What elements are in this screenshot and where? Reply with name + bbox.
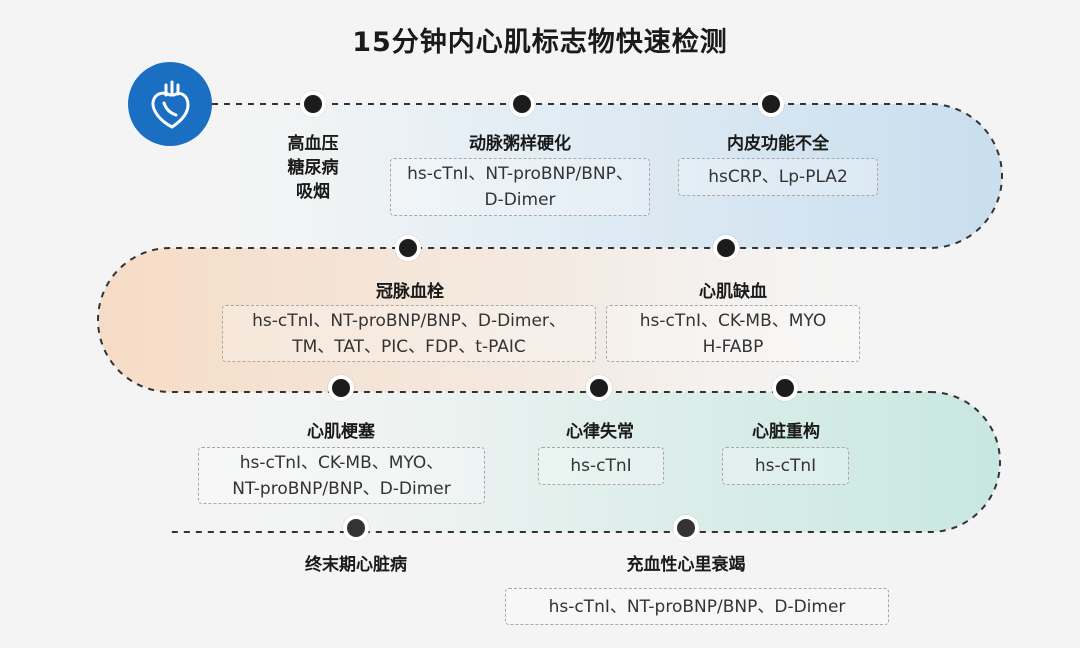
endothelial-markers: hsCRP、Lp-PLA2 [678,158,878,196]
dot-risk [300,91,326,117]
risk-factor-diabetes: 糖尿病 [287,158,339,178]
dot-thrombosis [395,235,421,261]
endothelial-label: 内皮功能不全 [727,134,829,154]
dot-endothelial [758,91,784,117]
heartfailure-markers: hs-cTnI、NT-proBNP/BNP、D-Dimer [505,588,889,625]
dot-remodeling [772,375,798,401]
heart-icon [151,80,190,129]
path-segment-3 [168,391,1001,533]
band-2 [98,248,900,392]
endstage-label: 终末期心脏病 [305,555,407,575]
heartfailure-label: 充血性心里衰竭 [626,555,746,575]
dot-arrhythmia [586,375,612,401]
infarction-markers: hs-cTnI、CK-MB、MYO、 NT-proBNP/BNP、D-Dimer [198,447,485,504]
risk-factor-hypertension: 高血压 [287,134,339,154]
infarction-label: 心肌梗塞 [307,422,375,442]
page-title: 15分钟内心肌标志物快速检测 [352,27,728,58]
risk-factor-smoking: 吸烟 [296,182,330,202]
arrhythmia-label: 心律失常 [566,422,634,442]
thrombosis-label: 冠脉血栓 [376,282,444,302]
band-3 [170,392,1000,532]
remodeling-label: 心脏重构 [752,422,820,442]
dot-infarction [328,375,354,401]
dot-heartfailure [673,515,699,541]
atherosclerosis-label: 动脉粥样硬化 [469,134,571,154]
heart-badge [128,62,212,146]
band-1 [170,104,1002,248]
dot-ischemia [713,235,739,261]
atherosclerosis-markers: hs-cTnI、NT-proBNP/BNP、 D-Dimer [390,158,650,216]
ischemia-markers: hs-cTnI、CK-MB、MYO H-FABP [606,305,860,362]
risk-factors-label: 高血压 糖尿病 吸烟 [288,132,339,204]
remodeling-markers: hs-cTnI [722,447,849,485]
dot-atherosclerosis [509,91,535,117]
path-segment-1 [170,103,1003,249]
arrhythmia-markers: hs-cTnI [538,447,664,485]
thrombosis-markers: hs-cTnI、NT-proBNP/BNP、D-Dimer、 TM、TAT、PI… [222,305,596,362]
dot-endstage [343,515,369,541]
ischemia-label: 心肌缺血 [699,282,767,302]
